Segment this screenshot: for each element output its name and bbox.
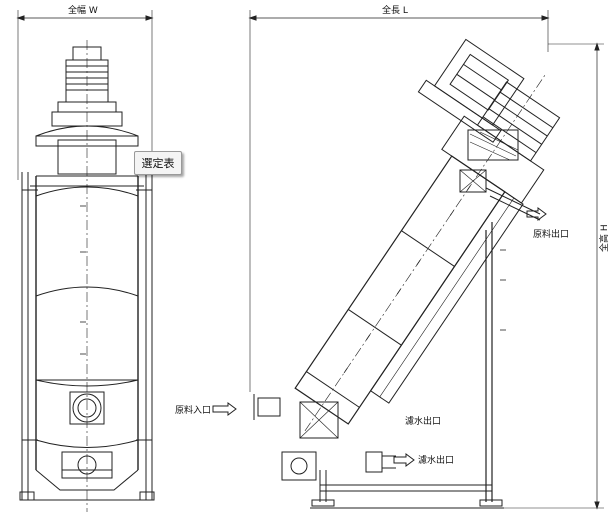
material-outlet-label: 原料出口	[533, 228, 569, 240]
overall-height-label: 全高 H	[598, 224, 610, 252]
material-inlet-arrow	[212, 402, 237, 416]
filtrate-outlet-upper-label: 濾水出口	[405, 415, 441, 427]
material-inlet-label: 原料入口	[175, 404, 211, 416]
material-outlet-arrow	[526, 207, 547, 221]
flow-arrows	[212, 207, 547, 467]
filtrate-outlet-lower-label: 濾水出口	[418, 454, 454, 466]
selection-table-label: 選定表	[141, 157, 175, 170]
selection-table-tooltip[interactable]: 選定表	[134, 151, 182, 175]
filtrate-outlet-arrow	[393, 453, 415, 467]
overall-width-label: 全幅 W	[68, 4, 98, 16]
side-view	[248, 10, 604, 510]
overall-length-label: 全長 L	[382, 4, 408, 16]
front-view	[16, 10, 155, 512]
